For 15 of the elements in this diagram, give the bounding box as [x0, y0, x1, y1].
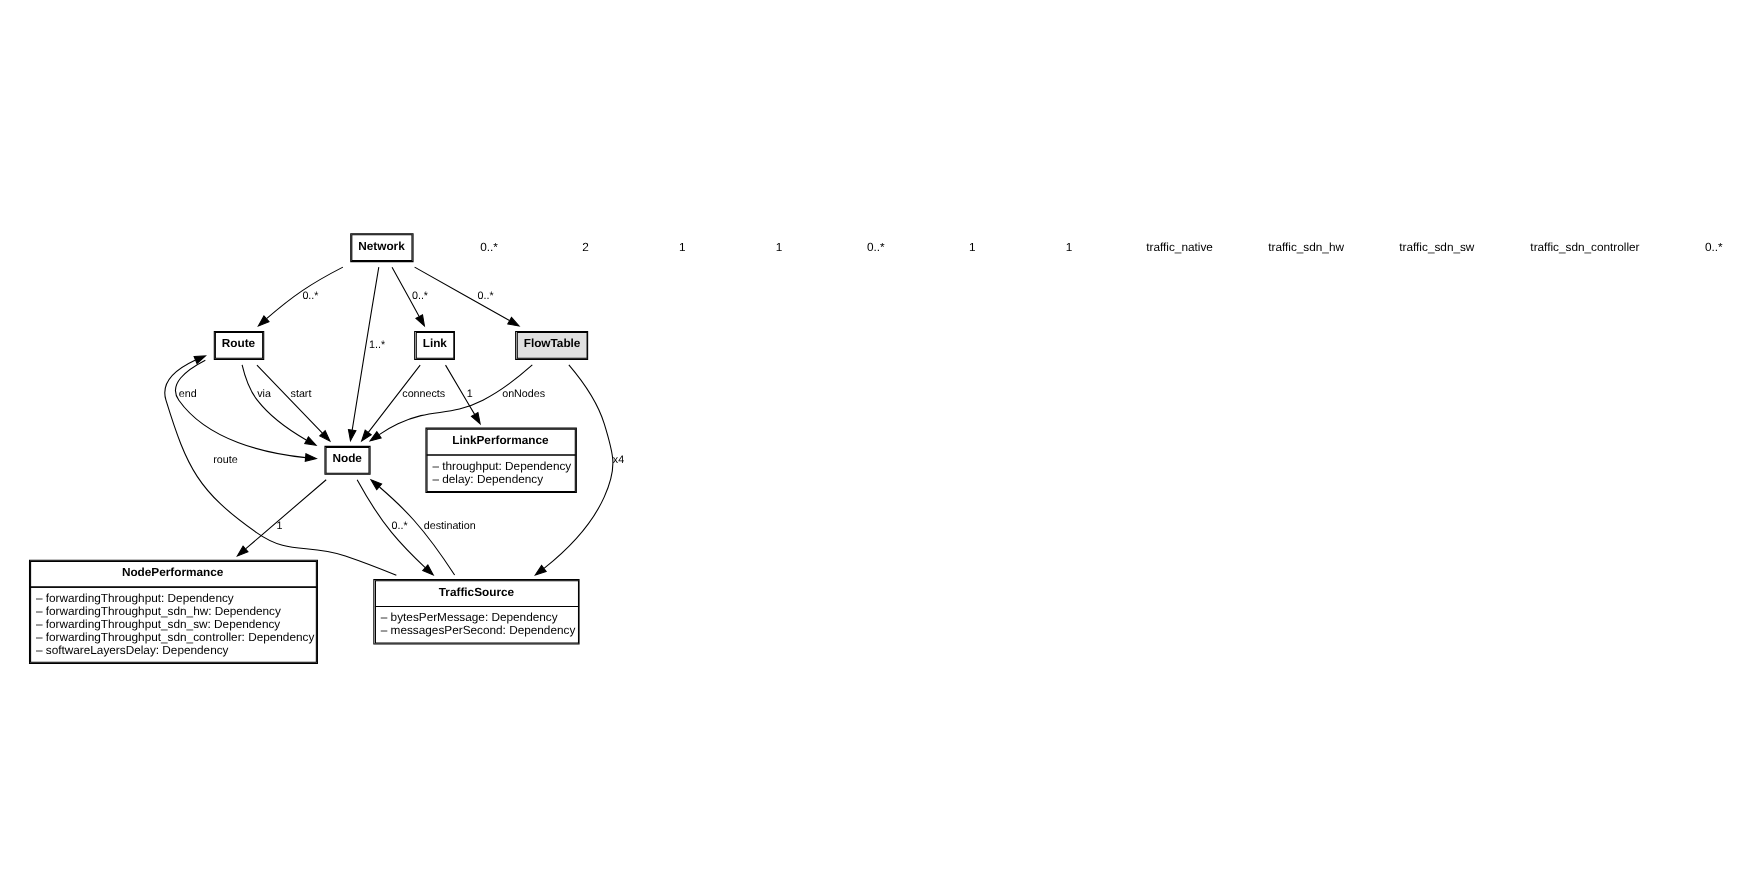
arrow [356, 479, 435, 577]
arrow [347, 266, 380, 443]
arrow [256, 364, 332, 443]
arrow [414, 266, 521, 327]
arrow [175, 359, 318, 463]
arrow [445, 364, 481, 426]
arrow [534, 364, 614, 577]
arrow [368, 364, 533, 442]
arrow [369, 478, 456, 576]
arrow [391, 266, 426, 328]
arrow [241, 364, 318, 447]
arrow [164, 355, 397, 576]
arrow [257, 266, 344, 328]
arrow [360, 364, 421, 443]
arrow [236, 479, 327, 557]
